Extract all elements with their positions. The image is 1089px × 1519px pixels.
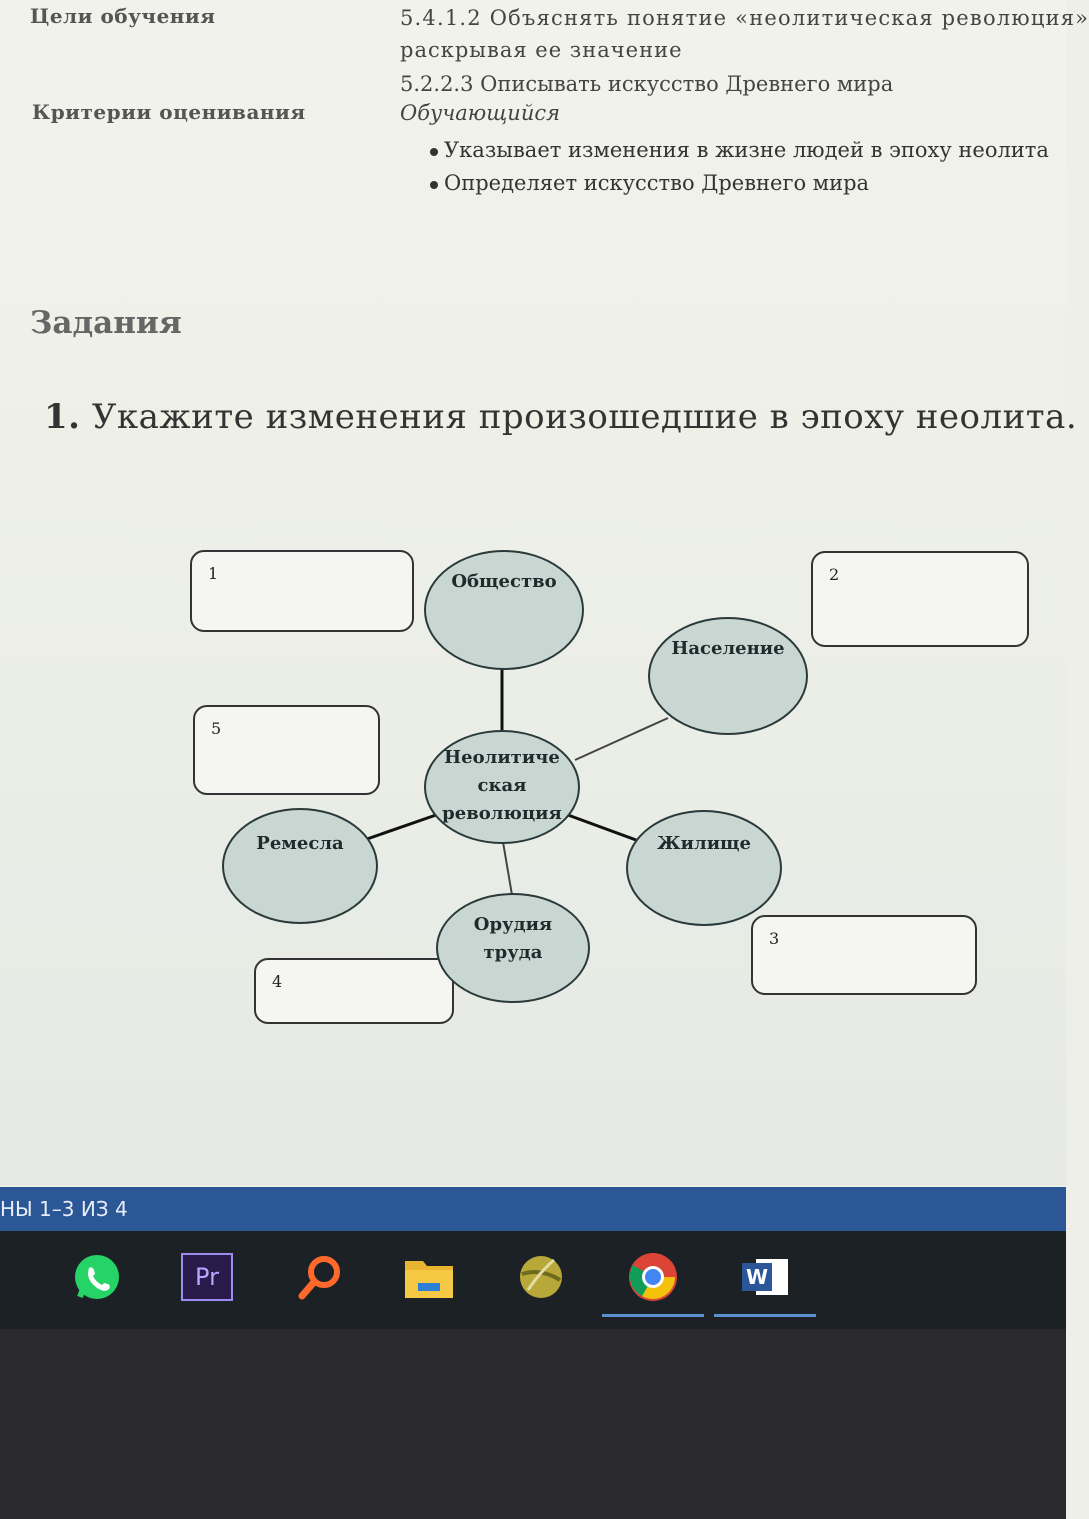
goal-2: 5.2.2.3 Описывать искусство Древнего мир… — [400, 72, 894, 96]
goal-1: 5.4.1.2 Объяснять понятие «неолитическая… — [400, 6, 1089, 30]
answer-box-number: 4 — [272, 972, 283, 991]
answer-box-number: 3 — [769, 929, 780, 948]
node-dwelling: Жилище — [626, 810, 782, 926]
criteria-item: Указывает изменения в жизне людей в эпох… — [430, 138, 1049, 162]
premiere-pro-icon[interactable]: Pr — [176, 1249, 238, 1305]
answer-box-number: 1 — [208, 564, 219, 583]
search-icon[interactable] — [288, 1249, 350, 1305]
answer-box-number: 2 — [829, 565, 840, 584]
monitor-bezel — [0, 1329, 1066, 1519]
task-text: Укажите изменения произошедшие в эпоху н… — [91, 397, 1078, 437]
node-tools: Орудия труда — [436, 893, 590, 1003]
answer-box-4[interactable]: 4 — [254, 958, 454, 1024]
taskbar: Pr W — [0, 1231, 1066, 1329]
chrome-icon[interactable] — [602, 1249, 704, 1317]
answer-box-3[interactable]: 3 — [751, 915, 977, 995]
criteria-label: Критерии оценивания — [32, 100, 306, 124]
connector-dwelling — [567, 813, 637, 842]
mind-map-diagram: 1 2 3 4 5 Общество Население Неолитиче с… — [190, 550, 1029, 1024]
connector-tools — [502, 841, 513, 896]
node-neolithic-revolution: Неолитиче ская революция — [424, 730, 580, 844]
goal-1-cont: раскрывая ее значение — [400, 38, 683, 62]
word-icon[interactable]: W — [714, 1249, 816, 1317]
answer-box-5[interactable]: 5 — [193, 705, 380, 795]
bullet-icon — [430, 180, 438, 189]
node-population: Население — [648, 617, 808, 735]
task-number: 1. — [44, 397, 81, 437]
connector-population — [574, 717, 669, 761]
answer-box-2[interactable]: 2 — [811, 551, 1029, 647]
node-crafts: Ремесла — [222, 808, 378, 924]
document-page: Цели обучения 5.4.1.2 Объяснять понятие … — [0, 0, 1088, 1185]
active-app-indicator — [714, 1314, 816, 1317]
page-counter[interactable]: НЫ 1–3 ИЗ 4 — [0, 1197, 128, 1221]
answer-box-1[interactable]: 1 — [190, 550, 414, 632]
learner-label: Обучающийся — [400, 101, 561, 125]
connector-crafts — [366, 813, 437, 841]
active-app-indicator — [602, 1314, 704, 1317]
section-title: Задания — [30, 305, 182, 341]
file-explorer-icon[interactable] — [398, 1249, 460, 1305]
criteria-item: Определяет искусство Древнего мира — [430, 171, 869, 195]
connector-lines — [366, 668, 669, 896]
whatsapp-icon[interactable] — [66, 1249, 128, 1305]
node-society: Общество — [424, 550, 584, 670]
bullet-icon — [430, 147, 438, 156]
answer-box-number: 5 — [211, 719, 222, 738]
goals-label: Цели обучения — [30, 4, 216, 28]
status-bar: НЫ 1–3 ИЗ 4 — [0, 1187, 1066, 1231]
browser-ball-icon[interactable] — [510, 1249, 572, 1305]
task-heading: 1. Укажите изменения произошедшие в эпох… — [44, 397, 1077, 437]
